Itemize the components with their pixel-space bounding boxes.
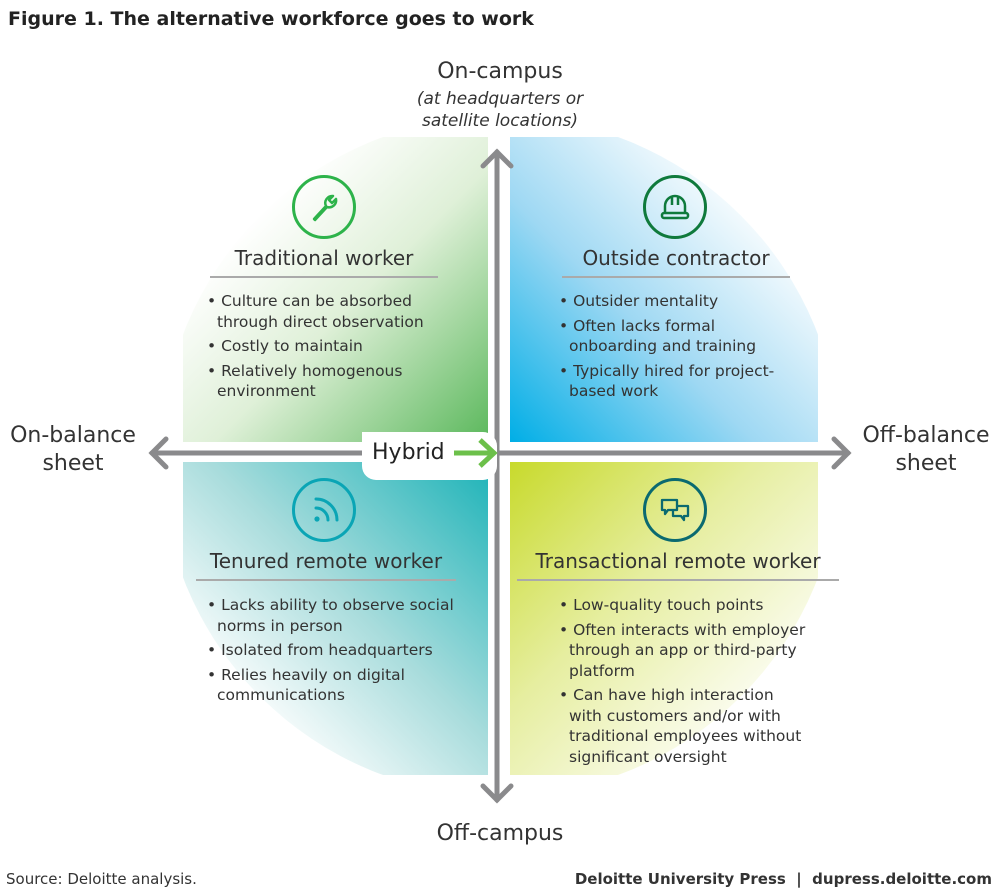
list-item: Isolated from headquarters xyxy=(207,640,457,661)
figure-title: Figure 1. The alternative workforce goes… xyxy=(8,8,534,30)
hybrid-label: Hybrid xyxy=(362,432,497,480)
list-item: Lacks ability to observe social norms in… xyxy=(207,595,457,636)
list-item: Outsider mentality xyxy=(559,291,799,312)
label-line: Off-balance xyxy=(862,423,990,448)
sublabel-line: satellite locations) xyxy=(421,111,579,131)
bullet-list: Outsider mentality Often lacks formal on… xyxy=(559,291,799,406)
hybrid-text: Hybrid xyxy=(372,440,445,465)
quadrant-title: Outside contractor xyxy=(562,246,790,278)
quadrant-title: Tenured remote worker xyxy=(196,549,456,581)
label-line: sheet xyxy=(42,451,104,476)
sublabel-line: (at headquarters or xyxy=(416,89,584,109)
list-item: Costly to maintain xyxy=(207,336,447,357)
label-line: On-balance xyxy=(10,423,136,448)
label-line: sheet xyxy=(895,451,957,476)
bullet-list: Culture can be absorbed through direct o… xyxy=(207,291,447,406)
list-item: Low-quality touch points xyxy=(559,595,809,616)
list-item: Relatively homogenous environment xyxy=(207,361,447,402)
bullet-list: Low-quality touch points Often interacts… xyxy=(559,595,809,771)
axis-top-label: On-campus xyxy=(437,59,563,84)
quadrant-title: Transactional remote worker xyxy=(517,549,839,581)
publisher-credit: Deloitte University Press | dupress.delo… xyxy=(574,870,992,888)
list-item: Culture can be absorbed through direct o… xyxy=(207,291,447,332)
list-item: Can have high interaction with customers… xyxy=(559,685,809,767)
wrench-icon xyxy=(292,175,356,239)
quadrant-title: Traditional worker xyxy=(210,246,438,278)
arrow-down-icon xyxy=(480,783,514,804)
chat-bubbles-icon xyxy=(643,478,707,542)
list-item: Often lacks formal onboarding and traini… xyxy=(559,316,799,357)
source-note: Source: Deloitte analysis. xyxy=(6,870,197,888)
list-item: Often interacts with employer through an… xyxy=(559,620,809,682)
axis-bottom-label: Off-campus xyxy=(436,821,564,846)
axis-right-label: Off-balance sheet xyxy=(852,422,1000,478)
arrow-left-icon xyxy=(148,436,169,470)
list-item: Relies heavily on digital communications xyxy=(207,665,457,706)
hybrid-arrow-icon xyxy=(454,438,498,468)
arrow-right-icon xyxy=(831,436,852,470)
hard-hat-icon xyxy=(643,175,707,239)
wifi-signal-icon xyxy=(292,478,356,542)
list-item: Typically hired for project-based work xyxy=(559,361,799,402)
axis-left-label: On-balance sheet xyxy=(0,422,146,478)
bullet-list: Lacks ability to observe social norms in… xyxy=(207,595,457,710)
arrow-up-icon xyxy=(480,148,514,169)
